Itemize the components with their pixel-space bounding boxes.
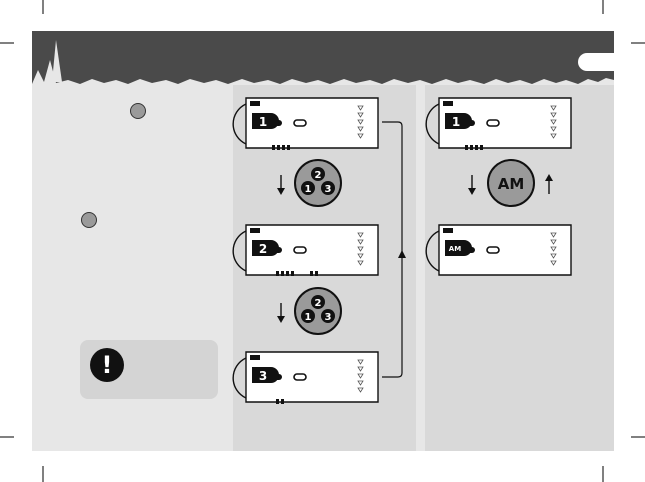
button-bullet-1	[130, 103, 146, 119]
page-tab	[578, 53, 614, 71]
header-banner	[32, 31, 614, 84]
lcd-display-2: 2	[232, 224, 379, 276]
lcd-display-3: 3	[232, 351, 379, 404]
svg-text:1: 1	[452, 115, 460, 129]
svg-text:2: 2	[259, 242, 267, 256]
svg-text:3: 3	[259, 369, 267, 383]
lcd-display-right-1: 1	[425, 97, 572, 150]
lcd-display-1: 1	[232, 97, 379, 150]
return-loop-arrow	[382, 121, 406, 378]
channel-dial-2: 2 1 3	[294, 287, 342, 335]
down-arrow-icon	[468, 175, 476, 195]
am-button: AM	[487, 159, 535, 207]
channel-dial-1: 2 1 3	[294, 159, 342, 207]
svg-text:AM: AM	[498, 175, 525, 193]
svg-text:3: 3	[325, 184, 332, 195]
svg-text:2: 2	[315, 170, 322, 181]
up-arrow-icon	[545, 174, 553, 194]
svg-text:1: 1	[259, 115, 267, 129]
warning-icon: !	[90, 348, 124, 382]
svg-text:1: 1	[305, 312, 312, 323]
svg-text:3: 3	[325, 312, 332, 323]
svg-text:AM: AM	[449, 245, 461, 253]
svg-text:2: 2	[315, 298, 322, 309]
down-arrow-icon	[277, 303, 285, 323]
down-arrow-icon	[277, 175, 285, 195]
button-bullet-2	[81, 212, 97, 228]
lcd-display-right-am: AM	[425, 224, 572, 276]
svg-text:1: 1	[305, 184, 312, 195]
